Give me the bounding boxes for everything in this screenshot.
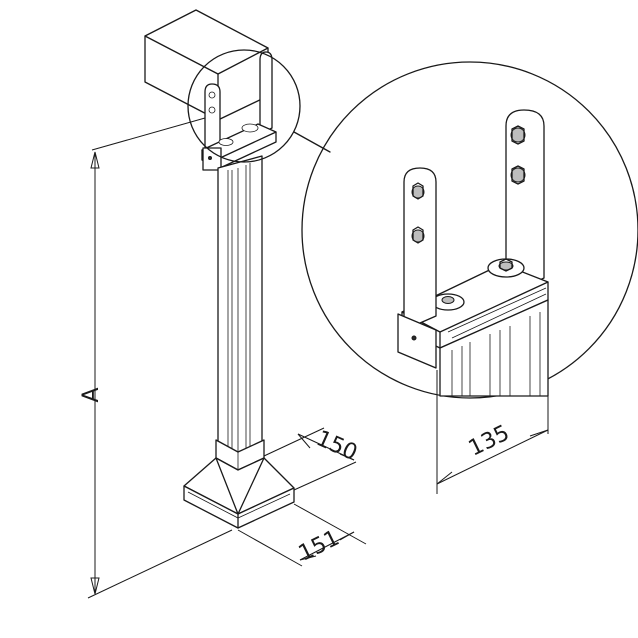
- dimension-a-label: A: [79, 387, 104, 402]
- base-foot: [183, 457, 295, 529]
- dimension-151-label: 151: [295, 526, 344, 567]
- dimension-height: A: [79, 117, 233, 599]
- dimension-135-label: 135: [465, 421, 514, 462]
- detail-callout: [187, 49, 638, 399]
- detail-bracket: [397, 109, 549, 397]
- post-shaft: [217, 155, 263, 456]
- post-assembly: [144, 9, 295, 529]
